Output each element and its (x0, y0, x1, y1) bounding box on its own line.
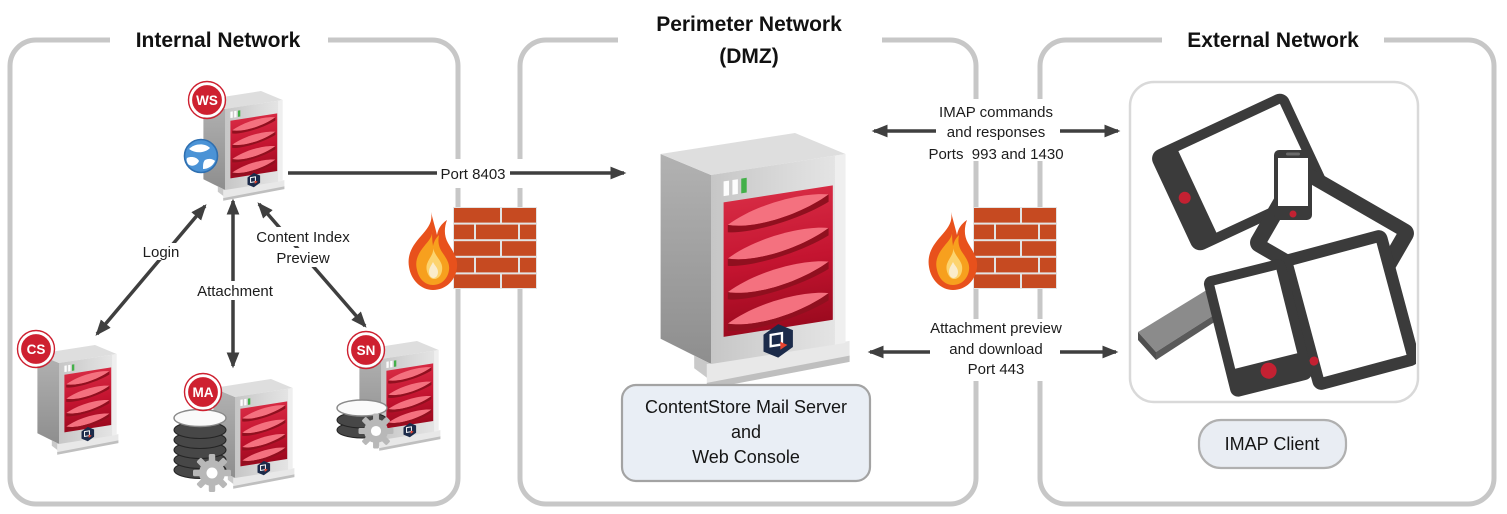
gear-icon (193, 454, 231, 492)
contentstore-label-line2: and (731, 422, 761, 442)
perimeter-title-backdrop (618, 5, 882, 71)
cs-badge-label: CS (27, 342, 46, 357)
contentstore-label-box: ContentStore Mail Server and Web Console (620, 383, 872, 483)
contentstore-label-line1: ContentStore Mail Server (645, 397, 847, 417)
perimeter-network-title: Perimeter Network (656, 13, 842, 36)
gear-icon (358, 413, 394, 449)
label-backdrop (268, 248, 338, 267)
attachment-label: Attachment (197, 283, 274, 300)
content-index-label-line1: Content Index (256, 229, 350, 246)
ws-server: WS (183, 80, 285, 202)
external-network-title: External Network (1187, 29, 1359, 52)
ws-badge-label: WS (196, 93, 218, 108)
imap-client-label-box: IMAP Client (1197, 418, 1348, 470)
attachment-preview-label-line1: Attachment preview (930, 320, 1062, 337)
sn-badge-label: SN (357, 343, 376, 358)
perimeter-network-subtitle: (DMZ) (719, 45, 778, 68)
login-label: Login (143, 244, 180, 261)
imap-client-label: IMAP Client (1225, 434, 1320, 454)
cs-server: CS (16, 329, 119, 456)
label-backdrop (183, 281, 287, 300)
ma-server: MA (173, 372, 295, 492)
label-backdrop (437, 162, 510, 184)
internal-title-backdrop (110, 27, 328, 53)
internal-network-title: Internal Network (136, 29, 301, 52)
cs-badge: CS (16, 329, 56, 369)
border-gap (929, 99, 1067, 161)
firewall-brick-flame-icon (928, 207, 1057, 290)
ws-badge: WS (187, 80, 227, 120)
imap-commands-label-line1: IMAP commands (939, 104, 1053, 121)
attachment-preview-label-line3: Port 443 (968, 361, 1025, 378)
sn-badge: SN (346, 330, 386, 370)
dmz-server-tower-icon (659, 131, 851, 391)
external-title-backdrop (1162, 27, 1384, 53)
ma-badge: MA (183, 372, 223, 412)
imap-commands-label-line2: and responses (947, 124, 1045, 141)
smartphone-icon (1203, 259, 1313, 397)
label-backdrop (252, 227, 358, 246)
ma-badge-label: MA (193, 385, 214, 400)
smartphone-icon (1274, 150, 1312, 220)
login-arrow (95, 204, 207, 336)
tablet-icon (1280, 230, 1416, 390)
globe-icon (183, 138, 219, 174)
port-8403-label: Port 8403 (440, 166, 505, 183)
device-cluster (1138, 93, 1416, 397)
attachment-preview-label-line2: and download (949, 341, 1042, 358)
contentstore-label-line3: Web Console (692, 447, 800, 467)
content-index-label-line2: Preview (276, 250, 330, 267)
firewall-brick-flame-icon (408, 207, 537, 290)
imap-commands-label-line3: Ports 993 and 1430 (928, 146, 1063, 163)
sn-server: SN (336, 330, 441, 452)
label-backdrop (136, 243, 186, 260)
border-gap (929, 319, 1067, 381)
